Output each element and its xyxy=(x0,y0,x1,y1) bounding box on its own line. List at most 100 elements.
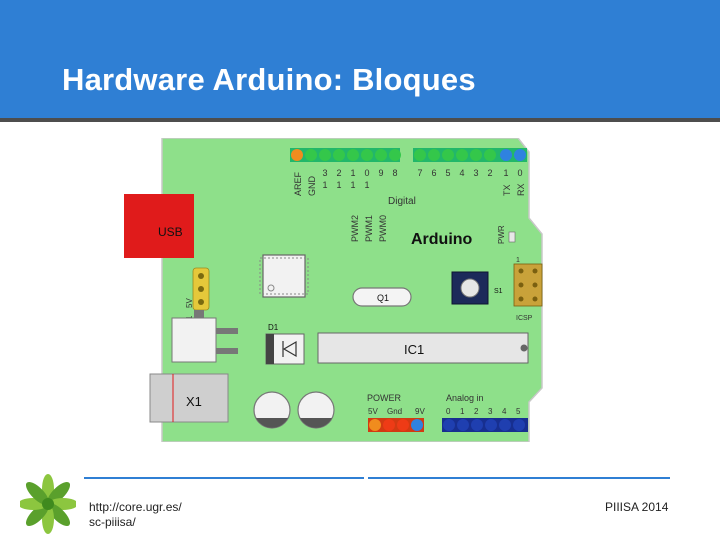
label-pwm1: PWM1 xyxy=(364,215,374,242)
pin-9 xyxy=(375,149,387,161)
analog-pin xyxy=(457,419,469,431)
analog-pin-1: 1 xyxy=(460,407,465,416)
regulator-leg-1 xyxy=(216,328,238,334)
diode-band xyxy=(266,334,274,364)
power-label: POWER xyxy=(367,393,402,403)
regulator-leg-2 xyxy=(216,348,238,354)
label-gnd: GND xyxy=(307,176,317,197)
analog-pin-5: 5 xyxy=(516,407,521,416)
usb-label: USB xyxy=(158,225,183,239)
footer-rule-right xyxy=(368,477,670,479)
voltage-regulator xyxy=(171,317,217,363)
label-13-bottom: 1 xyxy=(322,180,327,190)
slide-title: Hardware Arduino: Bloques xyxy=(62,62,476,97)
label-5: 5 xyxy=(445,168,450,178)
pin-aref xyxy=(291,149,303,161)
power-pin xyxy=(369,419,381,431)
icsp-pin xyxy=(532,282,538,288)
label-4: 4 xyxy=(459,168,464,178)
label-pwm0: PWM0 xyxy=(378,215,388,242)
digital-label: Digital xyxy=(388,196,416,207)
label-13-top: 3 xyxy=(322,168,327,178)
icsp-pin xyxy=(518,282,524,288)
label-5v: 5V xyxy=(185,298,194,308)
footer-url-line2: sc-piiisa/ xyxy=(89,515,136,529)
label-pwm2: PWM2 xyxy=(350,215,360,242)
pin-4 xyxy=(456,149,468,161)
ic1-notch xyxy=(520,344,528,352)
label-10-bottom: 1 xyxy=(364,180,369,190)
pin-3 xyxy=(470,149,482,161)
analog-pin-4: 4 xyxy=(502,407,507,416)
pin-0 xyxy=(514,149,526,161)
crystal-q1 xyxy=(352,287,412,307)
jumper-pin-2 xyxy=(198,286,204,292)
pin-5 xyxy=(442,149,454,161)
label-12-bottom: 1 xyxy=(336,180,341,190)
leaf-logo-icon xyxy=(18,470,78,543)
label-2: 2 xyxy=(487,168,492,178)
icsp-label: ICSP xyxy=(516,315,533,322)
label-10-top: 0 xyxy=(364,168,369,178)
pwr-led xyxy=(508,231,516,243)
footer-url[interactable]: http://core.ugr.es/ sc-piiisa/ xyxy=(89,500,182,530)
label-11-bottom: 1 xyxy=(350,180,355,190)
icsp-pin xyxy=(518,296,524,302)
label-9: 9 xyxy=(378,168,383,178)
jumper-pin-1 xyxy=(198,273,204,279)
analog-pin xyxy=(499,419,511,431)
pin-12 xyxy=(333,149,345,161)
d1-label: D1 xyxy=(268,323,279,332)
power-pin xyxy=(383,419,395,431)
pin-11 xyxy=(347,149,359,161)
pin-1 xyxy=(500,149,512,161)
pin-8 xyxy=(389,149,401,161)
ic1-label: IC1 xyxy=(404,342,424,357)
power-pin-9v: 9V xyxy=(415,407,425,416)
analog-pin xyxy=(471,419,483,431)
label-tx: TX xyxy=(502,184,512,196)
regulator-tab xyxy=(194,310,204,318)
power-pin-5v: 5V xyxy=(368,407,378,416)
usb-chip-pins xyxy=(259,257,309,295)
analog-label: Analog in xyxy=(446,393,484,403)
analog-pin-0: 0 xyxy=(446,407,451,416)
label-1: 1 xyxy=(503,168,508,178)
capacitor-1-band xyxy=(256,418,288,428)
label-3: 3 xyxy=(473,168,478,178)
reset-button-cap xyxy=(460,278,480,298)
power-pin-gnd: Gnd xyxy=(387,407,402,416)
analog-pin xyxy=(485,419,497,431)
digital-header xyxy=(290,148,527,162)
label-aref: AREF xyxy=(293,171,303,196)
pwr-label: PWR xyxy=(497,225,506,244)
label-0: 0 xyxy=(517,168,522,178)
pin-13 xyxy=(319,149,331,161)
analog-pin xyxy=(513,419,525,431)
analog-pin xyxy=(443,419,455,431)
power-pin xyxy=(411,419,423,431)
brand-label: Arduino xyxy=(411,231,473,248)
power-jack-x1 xyxy=(149,373,229,423)
icsp-pin xyxy=(532,296,538,302)
arduino-board-svg: AREF GND 3 1 2 1 1 1 0 1 9 8 7 6 5 4 3 2… xyxy=(124,137,543,443)
diode-symbol xyxy=(282,340,297,358)
icsp-pin1-label: 1 xyxy=(516,257,520,264)
power-header xyxy=(368,418,424,432)
icsp-pin xyxy=(532,268,538,274)
label-12-top: 2 xyxy=(336,168,341,178)
footer-rule-left xyxy=(84,477,364,479)
usb-chip xyxy=(262,254,306,298)
arduino-board-diagram: AREF GND 3 1 2 1 1 1 0 1 9 8 7 6 5 4 3 2… xyxy=(124,137,554,443)
pin-7 xyxy=(414,149,426,161)
main-chip-ic1 xyxy=(317,332,529,364)
q1-label: Q1 xyxy=(377,293,389,303)
usb-chip-dot xyxy=(267,284,275,292)
footer-credit: PIIISA 2014 xyxy=(605,500,669,514)
analog-pin-3: 3 xyxy=(488,407,493,416)
label-rx: RX xyxy=(516,183,526,196)
label-8: 8 xyxy=(392,168,397,178)
capacitor-2-band xyxy=(300,418,332,428)
jumper-pin-3 xyxy=(198,299,204,305)
label-6: 6 xyxy=(431,168,436,178)
